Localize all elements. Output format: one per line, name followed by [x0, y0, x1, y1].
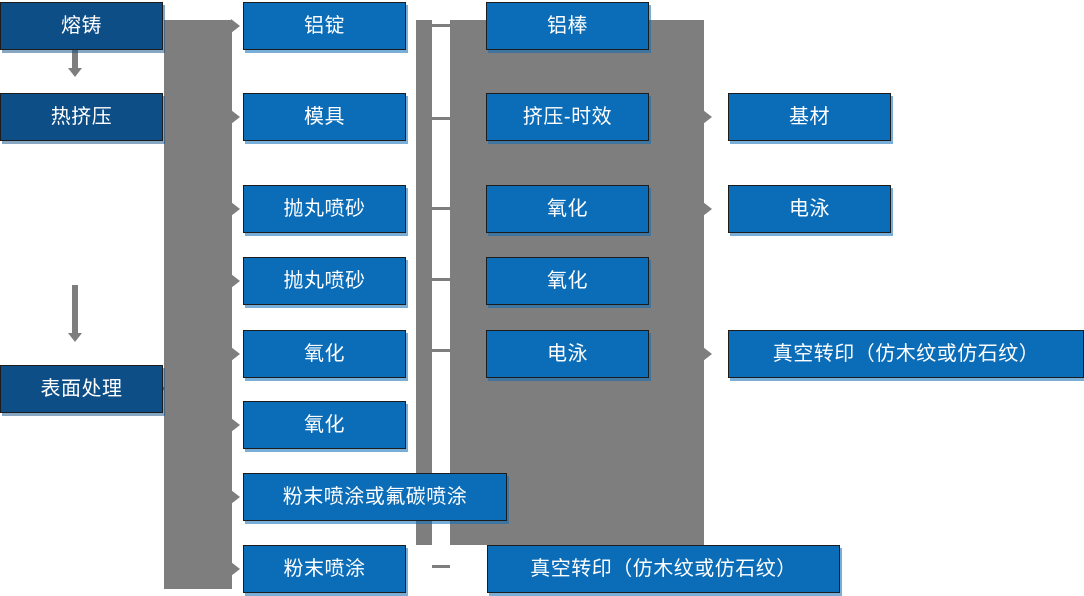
node-ingot[interactable]: 铝锭	[243, 2, 406, 50]
node-die[interactable]: 模具	[243, 93, 406, 141]
node-label: 铝锭	[304, 15, 345, 37]
node-label: 铝棒	[547, 15, 588, 37]
arrow-icon-to-powder-or-pvdf	[231, 490, 240, 504]
node-vacuum-transfer[interactable]: 真空转印（仿木纹或仿石纹）	[728, 330, 1084, 378]
arrow-icon-to-die	[231, 110, 240, 124]
node-label: 氧化	[304, 343, 345, 365]
connector-rung-5	[432, 349, 450, 352]
arrow-icon-to-oxidation-2	[231, 418, 240, 432]
arrow-icon-to-shotblast-2	[231, 274, 240, 288]
node-label: 氧化	[547, 198, 588, 220]
node-oxidation-3[interactable]: 氧化	[486, 185, 649, 233]
connector-block-lower-left	[164, 387, 182, 589]
node-electro-1[interactable]: 电泳	[486, 330, 649, 378]
arrow-icon-to-vacuum-transfer	[703, 347, 712, 361]
node-label: 电泳	[789, 198, 830, 220]
node-extrude-age[interactable]: 挤压-时效	[486, 93, 649, 141]
node-electro-2[interactable]: 电泳	[728, 185, 891, 233]
node-label: 真空转印（仿木纹或仿石纹）	[772, 343, 1040, 365]
node-label: 氧化	[304, 414, 345, 436]
node-shotblast-2[interactable]: 抛丸喷砂	[243, 257, 406, 305]
arrow-icon-to-substrate	[703, 110, 712, 124]
connector-rung-6	[432, 565, 450, 568]
node-label: 基材	[789, 106, 830, 128]
arrow-icon-to-electro-2	[703, 202, 712, 216]
node-label: 电泳	[547, 343, 588, 365]
node-oxidation-2[interactable]: 氧化	[243, 401, 406, 449]
node-label: 真空转印（仿木纹或仿石纹）	[530, 558, 797, 580]
node-label: 抛丸喷砂	[283, 270, 366, 292]
node-label: 熔铸	[61, 15, 102, 37]
stage-surface[interactable]: 表面处理	[0, 365, 163, 413]
arrow-icon-to-powder	[231, 562, 240, 576]
node-oxidation-4[interactable]: 氧化	[486, 257, 649, 305]
connector-rung-1	[432, 24, 450, 27]
node-billet[interactable]: 铝棒	[486, 2, 649, 50]
node-label: 氧化	[547, 270, 588, 292]
node-substrate[interactable]: 基材	[728, 93, 891, 141]
node-shotblast-1[interactable]: 抛丸喷砂	[243, 185, 406, 233]
connector-leg-surface	[72, 285, 78, 335]
node-label: 挤压-时效	[522, 106, 613, 128]
arrow-icon-to-ingot	[231, 19, 240, 33]
node-label: 模具	[304, 106, 345, 128]
node-label: 热挤压	[50, 106, 113, 128]
node-powder[interactable]: 粉末喷涂	[243, 545, 406, 593]
arrow-icon-to-oxidation-1	[231, 347, 240, 361]
node-vacuum-transfer-bottom[interactable]: 真空转印（仿木纹或仿石纹）	[487, 545, 840, 593]
connector-bar-middle	[416, 20, 432, 545]
connector-rung-4	[432, 278, 450, 281]
node-label: 表面处理	[40, 378, 123, 400]
stage-melting[interactable]: 熔铸	[0, 2, 163, 50]
arrow-icon-to-shotblast-1	[231, 202, 240, 216]
node-powder-or-pvdf[interactable]: 粉末喷涂或氟碳喷涂	[243, 473, 507, 521]
stage-extrusion[interactable]: 热挤压	[0, 93, 163, 141]
connector-rung-3	[432, 207, 450, 210]
down-arrow-icon-surface	[68, 333, 82, 342]
node-label: 粉末喷涂	[283, 558, 366, 580]
node-oxidation-1[interactable]: 氧化	[243, 330, 406, 378]
down-arrow-icon-melting	[68, 68, 82, 77]
connector-rung-2	[432, 117, 450, 120]
node-label: 粉末喷涂或氟碳喷涂	[282, 486, 468, 508]
node-label: 抛丸喷砂	[283, 198, 366, 220]
